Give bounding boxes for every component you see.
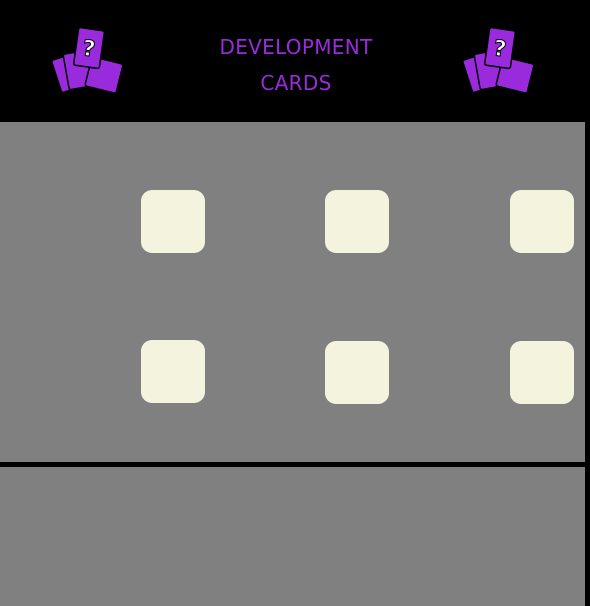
mystery-cards-icon: ? <box>52 26 124 94</box>
card-slot-6[interactable] <box>510 341 574 404</box>
page-title: DEVELOPMENT CARDS <box>170 29 422 101</box>
card-slot-4[interactable] <box>141 340 205 403</box>
card-slot-3[interactable] <box>510 190 574 253</box>
title-line-2: CARDS <box>260 71 332 95</box>
mystery-cards-icon: ? <box>463 26 535 94</box>
svg-text:?: ? <box>492 36 508 63</box>
development-card-panel <box>0 122 585 462</box>
bottom-panel <box>0 467 585 606</box>
card-slot-1[interactable] <box>141 190 205 253</box>
card-slot-2[interactable] <box>325 190 389 253</box>
title-line-1: DEVELOPMENT <box>219 35 373 59</box>
card-slot-5[interactable] <box>325 341 389 404</box>
svg-text:?: ? <box>81 36 97 63</box>
header-bar: ? DEVELOPMENT CARDS ? <box>0 0 590 122</box>
panel-divider <box>0 462 590 467</box>
